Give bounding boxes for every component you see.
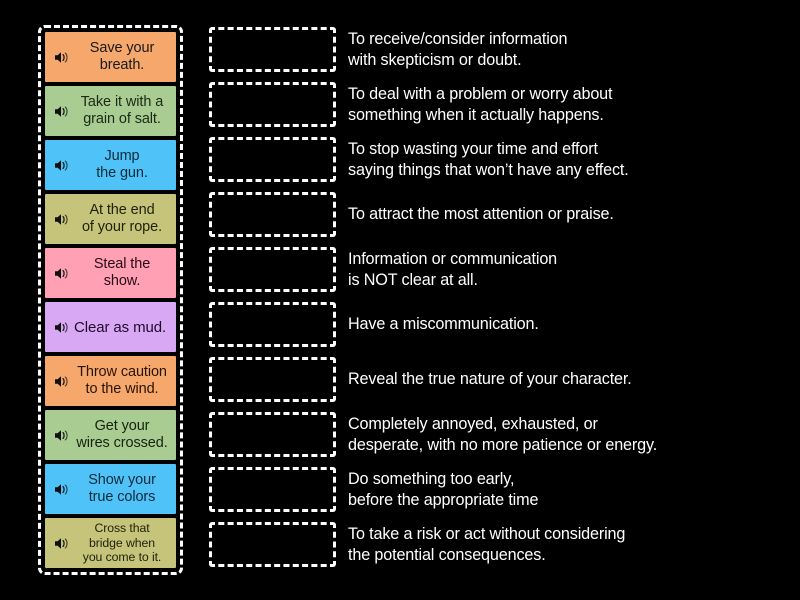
idiom-card-label: Take it with a grain of salt.: [80, 94, 164, 127]
idiom-card[interactable]: Get your wires crossed.: [45, 410, 176, 460]
idiom-card-label: Save your breath.: [89, 40, 155, 73]
definition-text: To attract the most attention or praise.: [348, 205, 614, 223]
definition-rows: To receive/consider information with ske…: [209, 27, 789, 567]
answer-dropzone[interactable]: [209, 192, 336, 237]
match-row: To receive/consider information with ske…: [209, 27, 789, 72]
match-row: Reveal the true nature of your character…: [209, 357, 789, 402]
idiom-card[interactable]: At the end of your rope.: [45, 194, 176, 244]
definition-text: Do something too early, before the appro…: [348, 469, 539, 509]
definition-text: Have a miscommunication.: [348, 315, 539, 333]
definition-text: To deal with a problem or worry about so…: [348, 84, 613, 124]
answer-dropzone[interactable]: [209, 302, 336, 347]
match-row: Completely annoyed, exhausted, or desper…: [209, 412, 789, 457]
answer-dropzone[interactable]: [209, 412, 336, 457]
speaker-icon[interactable]: [50, 213, 72, 226]
idiom-card-label: At the end of your rope.: [81, 202, 163, 235]
idiom-card[interactable]: Clear as mud.: [45, 302, 176, 352]
match-row: To stop wasting your time and effort say…: [209, 137, 789, 182]
match-row: To attract the most attention or praise.: [209, 192, 789, 237]
answer-dropzone[interactable]: [209, 522, 336, 567]
idiom-card-label: Clear as mud.: [74, 318, 167, 336]
speaker-icon[interactable]: [50, 159, 72, 172]
speaker-icon[interactable]: [50, 483, 72, 496]
speaker-icon[interactable]: [50, 321, 72, 334]
idiom-card-label: Get your wires crossed.: [76, 418, 168, 451]
speaker-icon[interactable]: [50, 267, 72, 280]
idiom-card[interactable]: Cross that bridge when you come to it.: [45, 518, 176, 568]
idiom-card[interactable]: Take it with a grain of salt.: [45, 86, 176, 136]
speaker-icon[interactable]: [50, 429, 72, 442]
idiom-card-label: Throw caution to the wind.: [77, 364, 167, 397]
answer-dropzone[interactable]: [209, 27, 336, 72]
idiom-card[interactable]: Save your breath.: [45, 32, 176, 82]
idiom-card[interactable]: Jump the gun.: [45, 140, 176, 190]
speaker-icon[interactable]: [50, 105, 72, 118]
match-row: Information or communication is NOT clea…: [209, 247, 789, 292]
answer-dropzone[interactable]: [209, 82, 336, 127]
idiom-card[interactable]: Steal the show.: [45, 248, 176, 298]
idiom-card-label: Jump the gun.: [96, 148, 148, 181]
match-row: To deal with a problem or worry about so…: [209, 82, 789, 127]
definition-text: Information or communication is NOT clea…: [348, 249, 558, 289]
idiom-card-label: Show your true colors: [88, 472, 156, 505]
idiom-card-label: Steal the show.: [93, 256, 151, 289]
match-row: Do something too early, before the appro…: [209, 467, 789, 512]
match-row: To take a risk or act without considerin…: [209, 522, 789, 567]
definition-text: Reveal the true nature of your character…: [348, 370, 632, 388]
definition-text: To stop wasting your time and effort say…: [348, 139, 629, 179]
speaker-icon[interactable]: [50, 51, 72, 64]
answer-dropzone[interactable]: [209, 467, 336, 512]
definition-text: To receive/consider information with ske…: [348, 29, 568, 69]
speaker-icon[interactable]: [50, 375, 72, 388]
answer-dropzone[interactable]: [209, 357, 336, 402]
idiom-card[interactable]: Throw caution to the wind.: [45, 356, 176, 406]
definition-text: Completely annoyed, exhausted, or desper…: [348, 414, 658, 454]
answer-dropzone[interactable]: [209, 247, 336, 292]
match-row: Have a miscommunication.: [209, 302, 789, 347]
idiom-card-label: Cross that bridge when you come to it.: [82, 521, 162, 565]
answer-dropzone[interactable]: [209, 137, 336, 182]
speaker-icon[interactable]: [50, 537, 72, 550]
idiom-cards-panel: Save your breath. Take it with a grain of…: [38, 25, 183, 575]
definition-text: To take a risk or act without considerin…: [348, 524, 626, 564]
idiom-card[interactable]: Show your true colors: [45, 464, 176, 514]
